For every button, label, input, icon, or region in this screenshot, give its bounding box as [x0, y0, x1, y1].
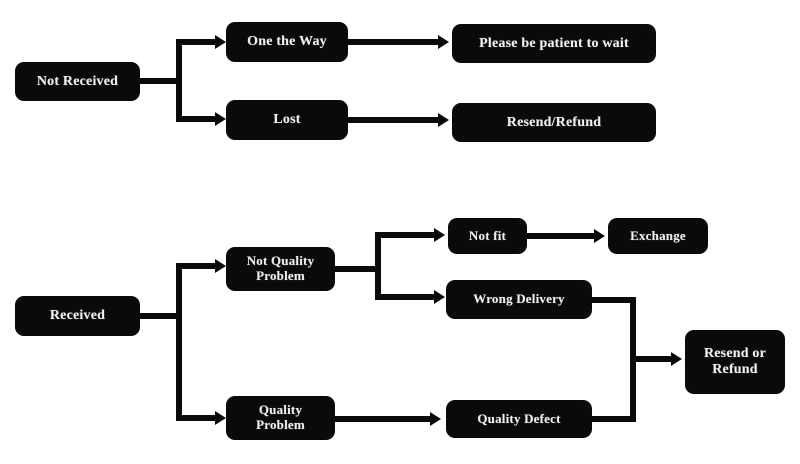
arrowhead-resend-refund [438, 113, 449, 127]
arrowhead-exchange [594, 229, 605, 243]
edge-to-not-quality-problem [176, 263, 220, 269]
arrowhead-lost [215, 112, 226, 126]
node-received[interactable]: Received [15, 296, 140, 336]
edge-to-lost [176, 116, 220, 122]
node-resend-or-refund[interactable]: Resend or Refund [685, 330, 785, 394]
edge-quality-defect-merge [592, 416, 636, 422]
edge-received-split [176, 263, 182, 421]
arrowhead-one-the-way [215, 35, 226, 49]
edge-wrong-delivery-merge [592, 297, 636, 303]
edge-not-quality-split [375, 232, 381, 300]
arrowhead-wrong-delivery [434, 290, 445, 304]
edge-lost-to-resend-refund [348, 117, 442, 123]
arrowhead-not-fit [434, 228, 445, 242]
node-not-quality-problem[interactable]: Not Quality Problem [226, 247, 335, 291]
edge-to-not-fit [375, 232, 438, 238]
edge-not-fit-to-exchange [527, 233, 595, 239]
arrowhead-please-wait [438, 35, 449, 49]
arrowhead-quality-problem [215, 411, 226, 425]
edge-merge-to-resend-or-refund [630, 356, 675, 362]
edge-one-the-way-to-please-wait [348, 39, 442, 45]
arrowhead-resend-or-refund [671, 352, 682, 366]
edge-not-received-trunk [140, 78, 182, 84]
node-wrong-delivery[interactable]: Wrong Delivery [446, 280, 592, 319]
node-one-the-way[interactable]: One the Way [226, 22, 348, 62]
edge-not-quality-problem-stub [335, 266, 381, 272]
arrowhead-quality-defect [430, 412, 441, 426]
node-resend-refund[interactable]: Resend/Refund [452, 103, 656, 142]
node-please-be-patient-to-wait[interactable]: Please be patient to wait [452, 24, 656, 63]
arrowhead-not-quality-problem [215, 259, 226, 273]
edge-to-quality-problem [176, 415, 220, 421]
edge-received-trunk [140, 313, 182, 319]
edge-to-one-the-way [176, 39, 220, 45]
node-not-received[interactable]: Not Received [15, 62, 140, 101]
node-lost[interactable]: Lost [226, 100, 348, 140]
edge-quality-problem-to-quality-defect [335, 416, 432, 422]
node-exchange[interactable]: Exchange [608, 218, 708, 254]
edge-to-wrong-delivery [375, 294, 438, 300]
node-not-fit[interactable]: Not fit [448, 218, 527, 254]
node-quality-defect[interactable]: Quality Defect [446, 400, 592, 438]
node-quality-problem[interactable]: Quality Problem [226, 396, 335, 440]
edge-not-received-split [176, 42, 182, 122]
